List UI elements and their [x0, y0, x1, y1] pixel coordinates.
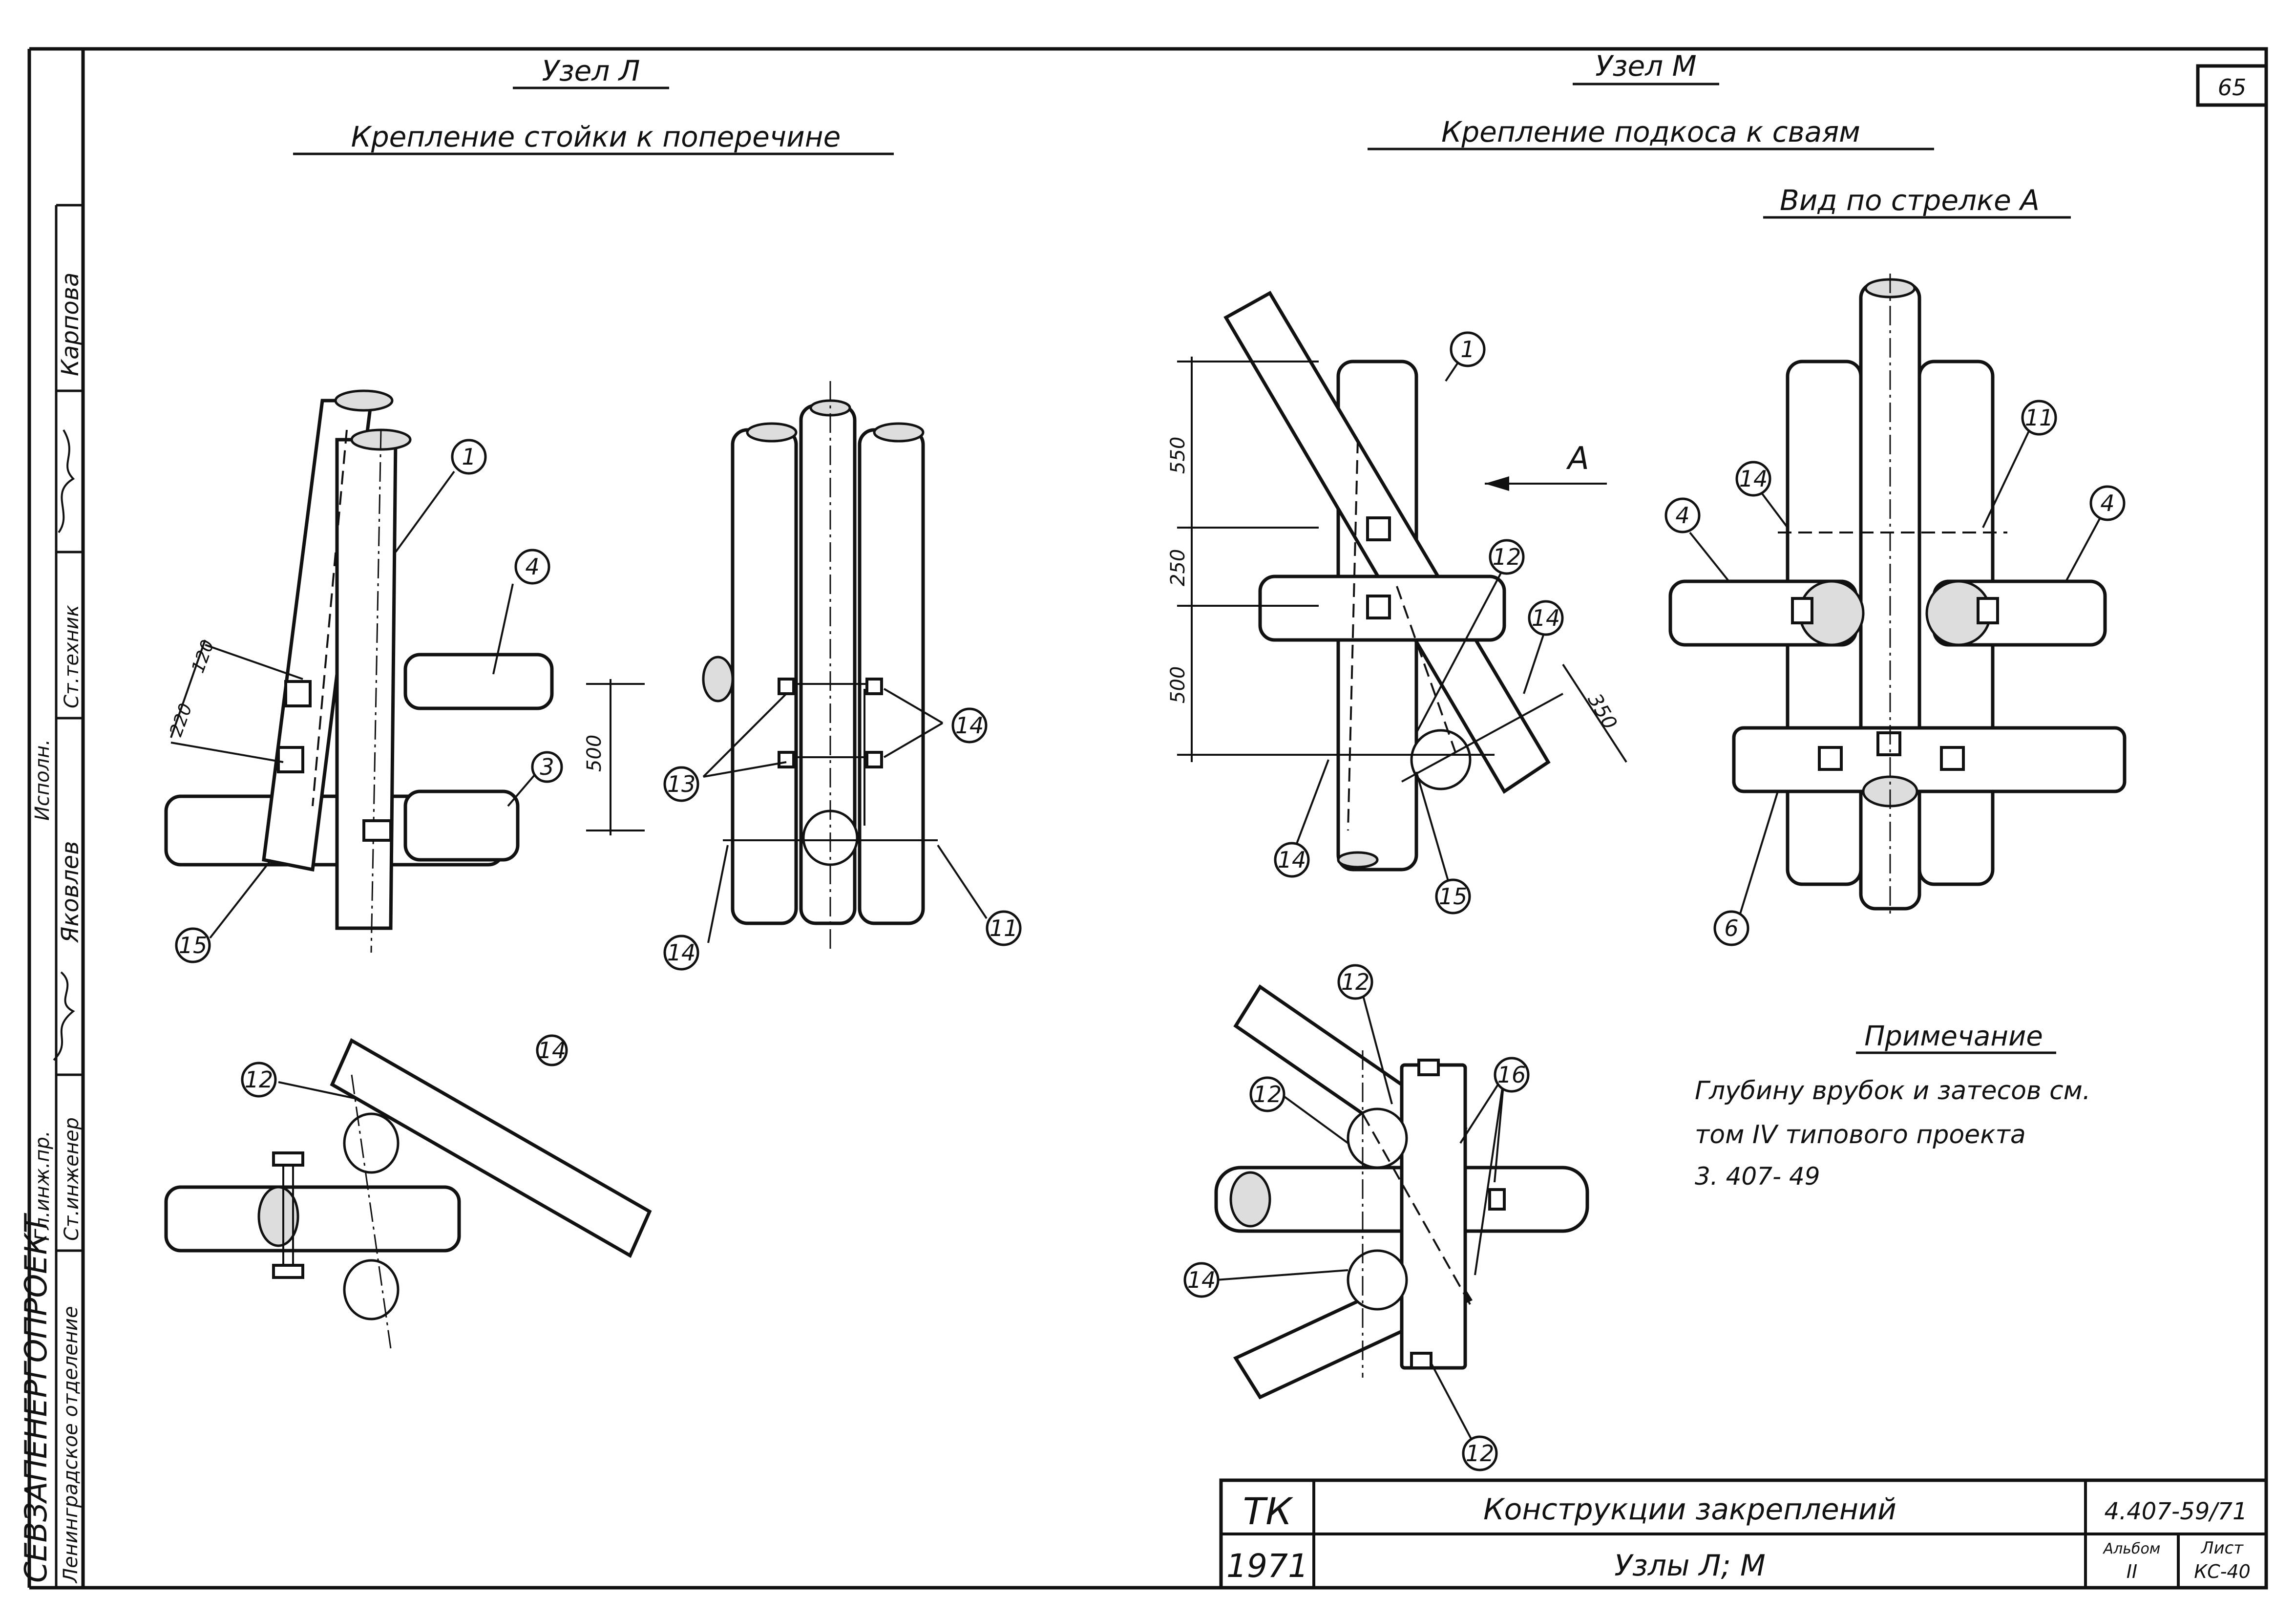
- stamp-org-line1: СЕВЗАПЕНЕРГОПРОЕКТ: [18, 1213, 54, 1583]
- callout: 4: [525, 554, 539, 580]
- callout: 1: [1460, 336, 1474, 362]
- left-front-view: [702, 381, 988, 953]
- callout: 3: [540, 754, 554, 780]
- callout: 4: [1675, 502, 1689, 529]
- right-dim-350: 350: [1583, 690, 1621, 733]
- sheet-frame: 65: [27, 47, 2268, 1590]
- right-arrow-view: [1668, 274, 2127, 919]
- note-line-3: 3. 407- 49: [1695, 1162, 1820, 1191]
- right-node-title: Узел М: [1595, 49, 1696, 83]
- left-dim-220: 220: [166, 701, 196, 739]
- stamp-role-3: Исполн.: [31, 739, 54, 821]
- side-stamp: СЕВЗАПЕНЕРГОПРОЕКТ Ленинградское отделен…: [18, 204, 84, 1588]
- callout: 11: [2025, 404, 2054, 431]
- corner-number: 65: [2218, 74, 2247, 101]
- callout: 14: [667, 939, 696, 966]
- left-node-title: Узел Л: [542, 54, 640, 87]
- right-dim-250: 250: [1167, 549, 1189, 586]
- left-node-subtitle: Крепление стойки к поперечине: [351, 120, 841, 153]
- right-dim-550: 550: [1167, 437, 1189, 474]
- callouts: 1 4 3 15 13 14 14 11 12 14 1 12 14 14 15…: [175, 331, 2126, 1471]
- title-sub: Узлы Л; М: [1614, 1549, 1765, 1583]
- left-side-view: 500 220 120: [164, 389, 645, 953]
- title-code: ТК: [1243, 1490, 1293, 1533]
- callout: 12: [1341, 969, 1370, 995]
- stamp-org-line2: Ленинградское отделение: [60, 1306, 82, 1584]
- left-node-heading: Узел Л Крепление стойки к поперечине: [293, 54, 894, 155]
- note-line-2: том IV типового проекта: [1695, 1120, 2026, 1150]
- callout: 11: [990, 915, 1018, 941]
- stamp-role-1: Гл.инж.пр.: [31, 1130, 54, 1241]
- left-plan-view: [164, 1038, 652, 1349]
- callout: 14: [1278, 847, 1306, 873]
- callout: 13: [667, 771, 696, 797]
- signature-1: [58, 429, 75, 533]
- left-dim-500: 500: [583, 735, 606, 772]
- stamp-name-2: Карпова: [57, 273, 84, 376]
- stamp-name-1: Яковлев: [57, 841, 84, 944]
- stamp-role-2: Ст.инженер: [61, 1117, 83, 1241]
- arrow-a-label: А: [1566, 441, 1589, 477]
- callout: 6: [1724, 915, 1738, 941]
- callout: 14: [1532, 605, 1560, 631]
- note-line-1: Глубину врубок и затесов см.: [1695, 1076, 2090, 1106]
- callout: 1: [462, 444, 476, 470]
- title-year: 1971: [1226, 1547, 1308, 1585]
- callout: 14: [1739, 466, 1768, 492]
- callout: 15: [179, 932, 208, 958]
- title-album-label: Альбом: [2103, 1540, 2161, 1557]
- callout: 12: [1466, 1440, 1495, 1467]
- callout: 14: [955, 712, 984, 739]
- right-dim-500: 500: [1167, 666, 1189, 703]
- callout: 14: [1187, 1267, 1216, 1293]
- left-dim-120: 120: [188, 637, 218, 676]
- callout: 12: [1493, 544, 1521, 570]
- right-node-heading: Узел М Крепление подкоса к сваям Вид по …: [1368, 49, 2071, 219]
- callout: 16: [1497, 1062, 1526, 1088]
- signature-2: [53, 971, 75, 1061]
- right-side-view: 550 250 500 350 А: [1167, 291, 1627, 890]
- note-heading: Примечание: [1864, 1021, 2043, 1052]
- right-plan-view: [1214, 984, 1589, 1447]
- callout: 12: [245, 1066, 274, 1093]
- title-doc-number: 4.407-59/71: [2104, 1498, 2247, 1525]
- stamp-role-4: Ст.техник: [61, 605, 83, 708]
- callout: 12: [1253, 1081, 1282, 1107]
- title-sheet-value: КС-40: [2194, 1561, 2251, 1582]
- right-view-label: Вид по стрелке А: [1780, 184, 2040, 217]
- title-block: ТК 1971 Конструкции закреплений Узлы Л; …: [1219, 1478, 2268, 1590]
- title-main: Конструкции закреплений: [1483, 1492, 1896, 1527]
- title-sheet-label: Лист: [2200, 1538, 2244, 1558]
- callout: 15: [1439, 883, 1468, 910]
- note-block: Примечание Глубину врубок и затесов см. …: [1695, 1021, 2090, 1191]
- callout: 14: [538, 1037, 567, 1064]
- title-album-value: II: [2127, 1561, 2137, 1582]
- callout: 4: [2100, 490, 2114, 516]
- right-node-subtitle: Крепление подкоса к сваям: [1441, 115, 1860, 149]
